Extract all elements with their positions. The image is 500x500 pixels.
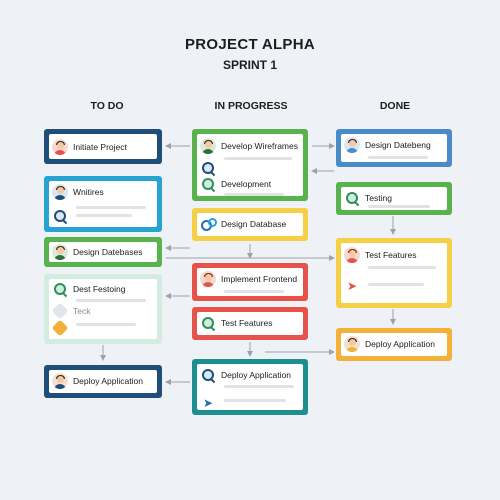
puzzle-icon [51,302,69,320]
card-deploy-application-progress[interactable]: Deploy Application ➤ [192,359,308,415]
rocket-icon: ➤ [202,396,214,410]
card-dest-festoing[interactable]: Dest Festoing Teck [44,274,162,344]
card-label: Wnitires [73,187,104,197]
card-label: Testing [365,193,392,203]
avatar-icon [344,137,360,153]
card-label: Deploy Application [73,376,143,386]
search-icon [200,367,216,384]
card-label: Design Datebases [73,247,143,257]
card-label: Test Features [365,250,417,260]
avatar-icon [200,271,216,287]
column-header-in-progress: IN PROGRESS [214,100,288,112]
page-title: PROJECT ALPHA [184,36,316,53]
card-label: Initiate Project [73,142,127,152]
avatar-icon [344,336,360,352]
card-design-datebeng[interactable]: Design Datebeng [336,129,452,167]
avatar-icon [52,139,68,155]
card-sublabel: Teck [73,306,91,316]
rocket-icon: ➤ [346,279,358,293]
page-subtitle: SPRINT 1 [222,58,277,72]
avatar-icon [344,247,360,263]
column-header-todo: TO DO [90,100,124,112]
card-label: Design Database [221,219,287,229]
card-label: Develop Wireframes [221,141,298,151]
card-develop-wireframes[interactable]: Develop Wireframes Development [192,129,308,201]
card-design-databases[interactable]: Design Datebases [44,237,162,267]
search-icon [344,190,360,207]
card-implement-frontend[interactable]: Implement Frontend [192,263,308,301]
card-label: Dest Festoing [73,284,126,294]
card-label: Deploy Application [365,339,435,349]
card-deploy-application-todo[interactable]: Deploy Application [44,365,162,398]
search-icon [200,315,216,332]
card-testing[interactable]: Testing [336,182,452,215]
search-icon [200,176,216,193]
search-icon [52,208,68,225]
search-icon [200,160,216,177]
card-test-features[interactable]: Test Features [192,307,308,340]
card-deploy-application-done[interactable]: Deploy Application [336,328,452,361]
card-label: Test Features [221,318,273,328]
card-initiate-project[interactable]: Initiate Project [44,129,162,164]
avatar-icon [52,184,68,200]
card-label: Implement Frontend [221,274,298,284]
card-writing[interactable]: Wnitires [44,176,162,232]
avatar-icon [52,373,68,389]
card-label: Deploy Application [221,370,291,380]
card-design-database[interactable]: Design Database [192,208,308,241]
puzzle-icon [51,319,69,337]
card-test-features-done[interactable]: Test Features ➤ [336,238,452,308]
gear-icon [200,216,217,232]
card-label: Design Datebeng [365,140,431,150]
avatar-icon [52,244,68,260]
avatar-icon [200,138,216,154]
column-header-done: DONE [379,100,411,112]
search-icon [52,281,68,298]
card-label: Development [221,179,272,189]
